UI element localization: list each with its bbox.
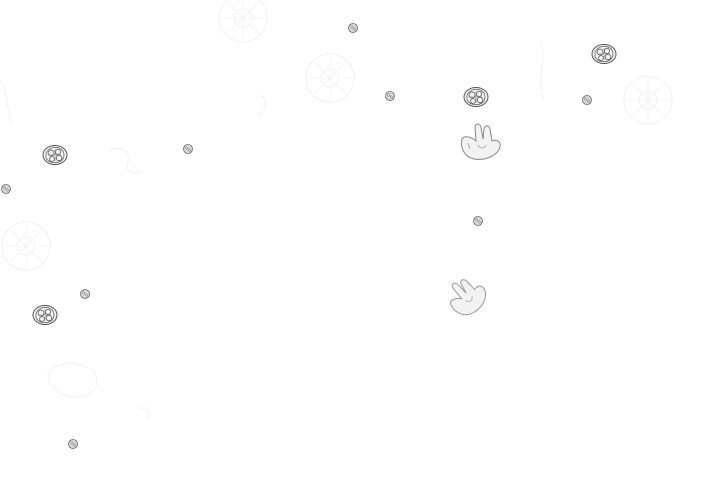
hand-glyph-icon[interactable] [461,123,501,160]
faded-wheel-icon [305,53,355,103]
faded-wheel-icon [623,75,673,125]
faded-wheel-icon [218,0,268,43]
pellet-icon[interactable] [582,95,592,105]
pellet-icon[interactable] [68,439,78,449]
hand-glyph-icon[interactable] [442,271,492,321]
pellet-icon[interactable] [80,289,90,299]
pellet-icon[interactable] [348,23,358,33]
pellet-icon[interactable] [1,184,11,194]
wheel-cluster-icon[interactable] [591,44,617,64]
faded-debris [0,39,545,419]
faded-wheel-icon [1,221,51,271]
wheel-cluster-icon[interactable] [42,145,68,165]
pellet-icon[interactable] [385,91,395,101]
pellet-icon[interactable] [183,144,193,154]
wheel-cluster-icon[interactable] [32,305,58,325]
wheel-cluster-icon[interactable] [463,87,489,107]
pellet-icon[interactable] [473,216,483,226]
